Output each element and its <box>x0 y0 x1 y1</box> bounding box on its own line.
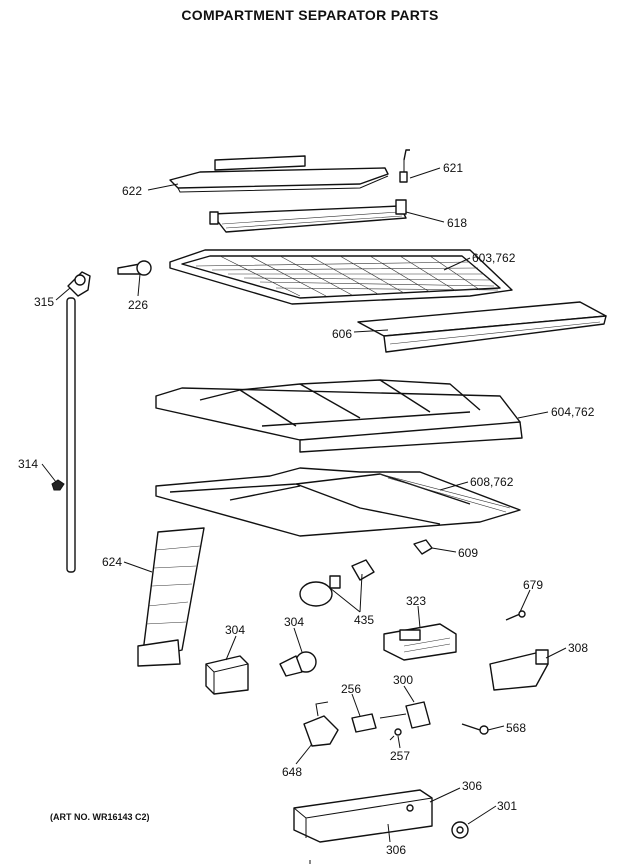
part-304-switch[interactable] <box>279 651 317 677</box>
callout-648: 648 <box>282 765 302 779</box>
callout-257: 257 <box>390 749 410 763</box>
diagram-title: COMPARTMENT SEPARATOR PARTS <box>181 7 439 23</box>
callout-304-housing: 304 <box>225 623 245 637</box>
part-300-switch[interactable] <box>379 701 431 729</box>
callout-315: 315 <box>34 295 54 309</box>
callout-304-switch: 304 <box>284 615 304 629</box>
art-number: (ART NO. WR16143 C2) <box>50 812 150 822</box>
callout-603-762: 603,762 <box>472 251 516 265</box>
part-323-control[interactable] <box>383 623 457 661</box>
leader-lines <box>41 167 567 864</box>
part-608-separator-bottom[interactable] <box>155 467 521 537</box>
part-603-grille-shelf[interactable] <box>169 249 513 305</box>
part-618-rail[interactable] <box>209 199 407 233</box>
part-622-cover[interactable] <box>169 155 389 193</box>
part-679-screw[interactable] <box>505 610 526 621</box>
part-257-screw[interactable] <box>389 728 402 741</box>
callout-301: 301 <box>497 799 517 813</box>
part-308-bracket[interactable] <box>489 649 549 691</box>
callout-300: 300 <box>393 673 413 687</box>
part-315-314-rod[interactable] <box>51 271 91 573</box>
callout-568: 568 <box>506 721 526 735</box>
part-624-bracket[interactable] <box>137 527 205 667</box>
callout-604-762: 604,762 <box>551 405 595 419</box>
part-606-trim-strip[interactable] <box>357 301 607 353</box>
part-568-screw[interactable] <box>461 723 489 735</box>
part-301-plug[interactable] <box>451 821 469 839</box>
callout-618: 618 <box>447 216 467 230</box>
callout-256: 256 <box>341 682 361 696</box>
callout-608-762: 608,762 <box>470 475 514 489</box>
part-435-lamp[interactable] <box>299 559 375 607</box>
part-306-box[interactable] <box>293 789 433 843</box>
callout-606: 606 <box>332 327 352 341</box>
callout-306-top: 306 <box>462 779 482 793</box>
callout-622: 622 <box>122 184 142 198</box>
callout-226: 226 <box>128 298 148 312</box>
part-648-motor[interactable] <box>303 701 339 747</box>
callout-435: 435 <box>354 613 374 627</box>
part-226-knob[interactable] <box>117 260 152 276</box>
callout-621: 621 <box>443 161 463 175</box>
callout-323: 323 <box>406 594 426 608</box>
callout-624: 624 <box>102 555 122 569</box>
part-256-relay[interactable] <box>351 713 377 733</box>
callout-314: 314 <box>18 457 38 471</box>
callout-679: 679 <box>523 578 543 592</box>
callout-308: 308 <box>568 641 588 655</box>
part-304-housing[interactable] <box>205 655 249 695</box>
part-609-clip[interactable] <box>413 539 433 555</box>
part-621-connector[interactable] <box>399 149 410 183</box>
callout-306-bottom: 306 <box>386 843 406 857</box>
callout-609: 609 <box>458 546 478 560</box>
part-604-separator[interactable] <box>155 379 523 453</box>
